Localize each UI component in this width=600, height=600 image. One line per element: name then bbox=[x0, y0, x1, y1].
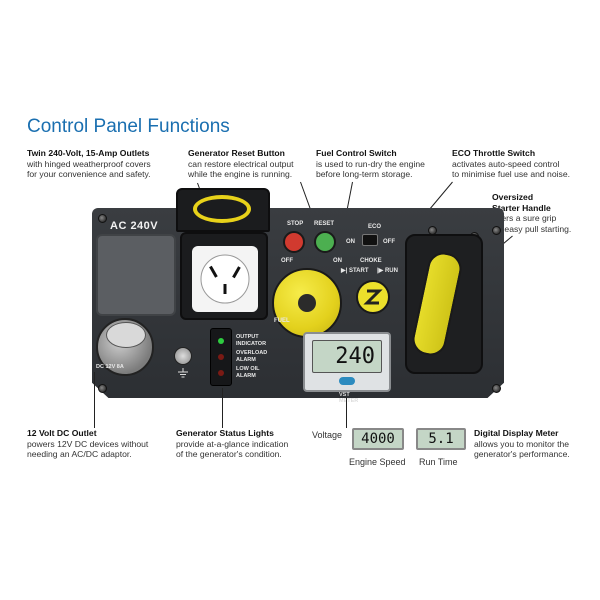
choke-knob[interactable] bbox=[356, 280, 390, 314]
cover-ring-icon bbox=[193, 195, 251, 223]
callout-reset: Generator Reset Button can restore elect… bbox=[188, 148, 318, 180]
engine-speed-display: 4000 bbox=[352, 428, 404, 450]
run-time-label: Run Time bbox=[419, 457, 458, 467]
callout-display-heading: Digital Display Meter bbox=[474, 428, 559, 438]
screw-icon bbox=[492, 384, 501, 393]
status-alarm2-text: ALARM bbox=[236, 372, 256, 379]
callout-display-line1: allows you to monitor the bbox=[474, 438, 570, 449]
status-indicator-text: INDICATOR bbox=[236, 340, 267, 347]
status-overload-text: OVERLOAD bbox=[236, 350, 268, 356]
callout-eco-line2: to minimise fuel use and noise. bbox=[452, 169, 570, 179]
voltage-label: Voltage bbox=[312, 430, 343, 440]
meter-label: VST METER bbox=[339, 392, 358, 404]
fuel-on-label: ON bbox=[333, 258, 342, 264]
ground-terminal[interactable] bbox=[174, 347, 192, 365]
callout-display-line2: generator's performance. bbox=[474, 449, 570, 459]
meter-label-line2: METER bbox=[339, 398, 359, 404]
status-output-label: OUTPUT INDICATOR bbox=[236, 334, 266, 347]
eco-on-label: ON bbox=[346, 239, 355, 245]
meter-label-line1: VST bbox=[339, 392, 350, 398]
ac-outlet-socket[interactable] bbox=[192, 246, 258, 312]
stop-button[interactable] bbox=[283, 231, 305, 253]
fuel-off-label: OFF bbox=[281, 258, 293, 264]
overload-alarm-led bbox=[218, 354, 224, 360]
callout-status-line1: provide at-a-glance indication bbox=[176, 438, 289, 449]
eco-label: ECO bbox=[368, 224, 382, 230]
fuel-label: FUEL bbox=[274, 318, 290, 324]
output-indicator-led bbox=[218, 338, 224, 344]
status-output-text: OUTPUT bbox=[236, 334, 259, 340]
callout-eco-heading: ECO Throttle Switch bbox=[452, 148, 536, 158]
dc-rating-label: DC 12V 8A bbox=[96, 364, 124, 370]
choke-run-label: |▶ RUN bbox=[377, 268, 398, 274]
callout-reset-line1: can restore electrical output bbox=[188, 158, 294, 169]
callout-reset-line2: while the engine is running. bbox=[188, 169, 293, 179]
callout-status-line2: of the generator's condition. bbox=[176, 449, 282, 459]
socket-pins-icon bbox=[200, 254, 250, 304]
outlet-cover-closed[interactable] bbox=[96, 234, 176, 316]
screw-icon bbox=[492, 226, 501, 235]
ac-voltage-label: AC 240V bbox=[110, 220, 159, 232]
callout-fuel: Fuel Control Switch is used to run-dry t… bbox=[316, 148, 446, 180]
leader-display bbox=[346, 398, 347, 428]
callout-status-heading: Generator Status Lights bbox=[176, 428, 274, 438]
run-time-display: 5.1 bbox=[416, 428, 466, 450]
lcd-voltage-readout: 240 bbox=[312, 340, 382, 373]
fuel-knob-center-icon bbox=[298, 294, 316, 312]
callout-reset-heading: Generator Reset Button bbox=[188, 148, 285, 158]
status-overload-label: OVERLOAD ALARM bbox=[236, 350, 267, 363]
callout-outlets-line1: with hinged weatherproof covers bbox=[27, 158, 151, 169]
callout-fuel-line2: before long-term storage. bbox=[316, 169, 413, 179]
ground-icon bbox=[178, 368, 188, 378]
callout-dc-line1: powers 12V DC devices without bbox=[27, 438, 149, 449]
callout-fuel-line1: is used to run-dry the engine bbox=[316, 158, 425, 169]
callout-eco: ECO Throttle Switch activates auto-speed… bbox=[452, 148, 592, 180]
screw-icon bbox=[98, 384, 107, 393]
callout-starter-line1: offers a sure grip bbox=[492, 213, 557, 223]
leader-dc bbox=[94, 372, 95, 428]
callout-fuel-heading: Fuel Control Switch bbox=[316, 148, 397, 158]
status-alarm-text: ALARM bbox=[236, 356, 256, 363]
callout-display: Digital Display Meter allows you to moni… bbox=[474, 428, 594, 460]
dc-outlet-cap[interactable] bbox=[106, 322, 146, 348]
leader-status bbox=[222, 388, 223, 428]
callout-outlets: Twin 240-Volt, 15-Amp Outlets with hinge… bbox=[27, 148, 197, 180]
screw-icon bbox=[98, 214, 107, 223]
fuel-control-knob[interactable] bbox=[272, 268, 342, 338]
callout-dc-line2: needing an AC/DC adaptor. bbox=[27, 449, 132, 459]
status-low-oil-text: LOW OIL bbox=[236, 366, 260, 372]
reset-label: RESET bbox=[314, 221, 335, 227]
callout-starter-heading1: Oversized bbox=[492, 192, 534, 202]
eco-off-label: OFF bbox=[383, 239, 395, 245]
callout-status: Generator Status Lights provide at-a-gla… bbox=[176, 428, 316, 460]
callout-outlets-heading: Twin 240-Volt, 15-Amp Outlets bbox=[27, 148, 150, 158]
callout-outlets-line2: for your convenience and safety. bbox=[27, 169, 151, 179]
reset-button[interactable] bbox=[314, 231, 336, 253]
callout-dc-heading: 12 Volt DC Outlet bbox=[27, 428, 97, 438]
eco-throttle-switch[interactable] bbox=[362, 234, 378, 246]
callout-starter-heading2: Starter Handle bbox=[492, 202, 551, 213]
status-low-oil-label: LOW OIL ALARM bbox=[236, 366, 260, 379]
choke-z-icon bbox=[363, 289, 383, 305]
callout-starter: Oversized Starter Handle offers a sure g… bbox=[492, 192, 592, 234]
stop-label: STOP bbox=[287, 221, 304, 227]
callout-starter-line2: for easy pull starting. bbox=[492, 223, 572, 234]
meter-select-button[interactable] bbox=[339, 377, 355, 385]
page-title: Control Panel Functions bbox=[27, 116, 230, 137]
engine-speed-label: Engine Speed bbox=[349, 457, 406, 467]
choke-label: CHOKE bbox=[360, 258, 382, 264]
low-oil-alarm-led bbox=[218, 370, 224, 376]
choke-start-label: ▶| START bbox=[341, 268, 369, 274]
callout-eco-line1: activates auto-speed control bbox=[452, 158, 560, 169]
callout-dc: 12 Volt DC Outlet powers 12V DC devices … bbox=[27, 428, 177, 460]
